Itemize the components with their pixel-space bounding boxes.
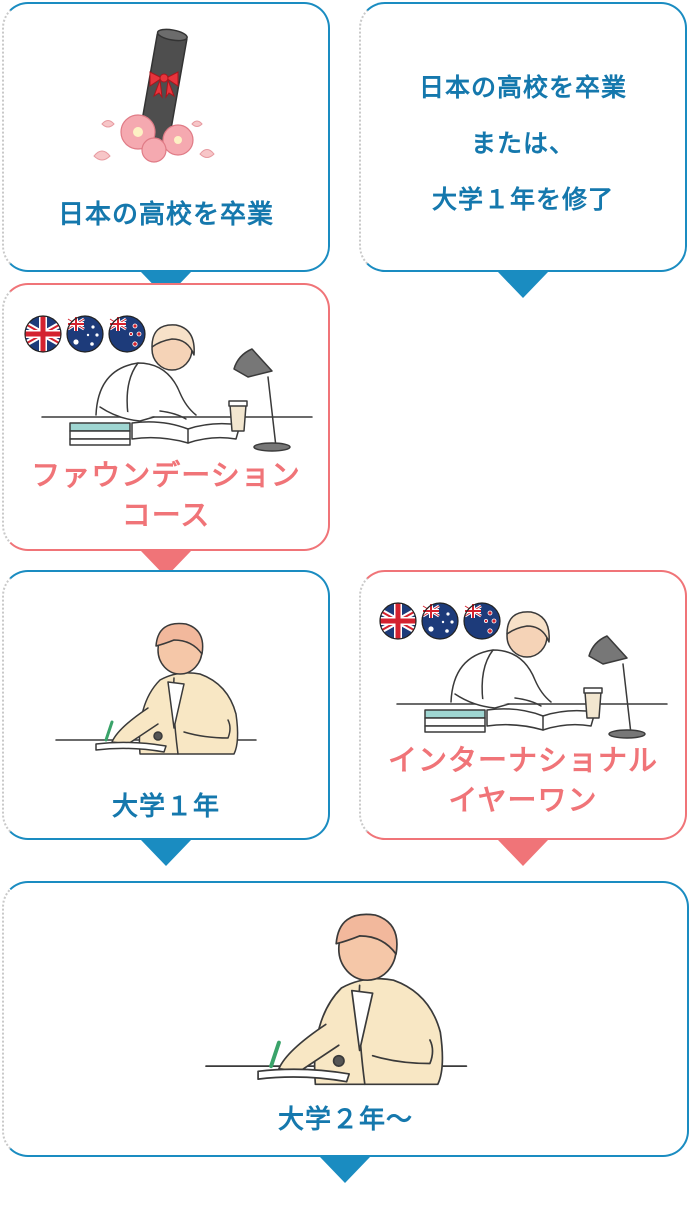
card-hs-graduation-label: 日本の高校を卒業: [57, 200, 274, 230]
student-writing-illustration: [205, 913, 468, 1086]
card-international-year-one-text: インターナショナル イヤーワン: [361, 740, 685, 820]
student-studying-illustration: [396, 611, 668, 739]
text-line: インターナショナル: [387, 743, 658, 777]
arrow-down-icon: [498, 272, 548, 298]
text-line: ファウンデーション: [31, 458, 301, 492]
text-line: コース: [121, 498, 211, 532]
text-line: イヤーワン: [448, 783, 598, 817]
text-line: 大学１年を修了: [431, 185, 614, 214]
new-zealand-flag-icon: [463, 602, 501, 640]
uk-flag-icon: [24, 315, 62, 353]
australia-flag-icon: [66, 315, 104, 353]
card-university-year1-label: 大学１年: [111, 792, 220, 822]
card-university-year2-plus-label: 大学２年〜: [277, 1105, 413, 1135]
card-foundation-course: ファウンデーション コース: [2, 283, 330, 551]
diploma-sakura-illustration: [93, 28, 215, 163]
text-line: または、: [470, 129, 575, 158]
text-line: 日本の高校を卒業: [418, 73, 627, 102]
student-studying-illustration: [41, 324, 313, 452]
card-hs-graduation: 日本の高校を卒業: [2, 2, 330, 272]
arrow-down-icon: [141, 840, 191, 866]
student-writing-illustration: [55, 622, 257, 755]
card-university-year2-plus: 大学２年〜: [2, 881, 689, 1157]
card-university-year1: 大学１年: [2, 570, 330, 840]
arrow-down-icon: [498, 840, 548, 866]
card-hs-or-uni-year1-text: 日本の高校を卒業 または、 大学１年を修了: [361, 60, 685, 228]
arrow-down-icon: [320, 1157, 370, 1183]
card-foundation-course-text: ファウンデーション コース: [4, 455, 328, 535]
new-zealand-flag-icon: [108, 315, 146, 353]
australia-flag-icon: [421, 602, 459, 640]
card-hs-or-uni-year1: 日本の高校を卒業 または、 大学１年を修了: [359, 2, 687, 272]
uk-flag-icon: [379, 602, 417, 640]
card-international-year-one: インターナショナル イヤーワン: [359, 570, 687, 840]
